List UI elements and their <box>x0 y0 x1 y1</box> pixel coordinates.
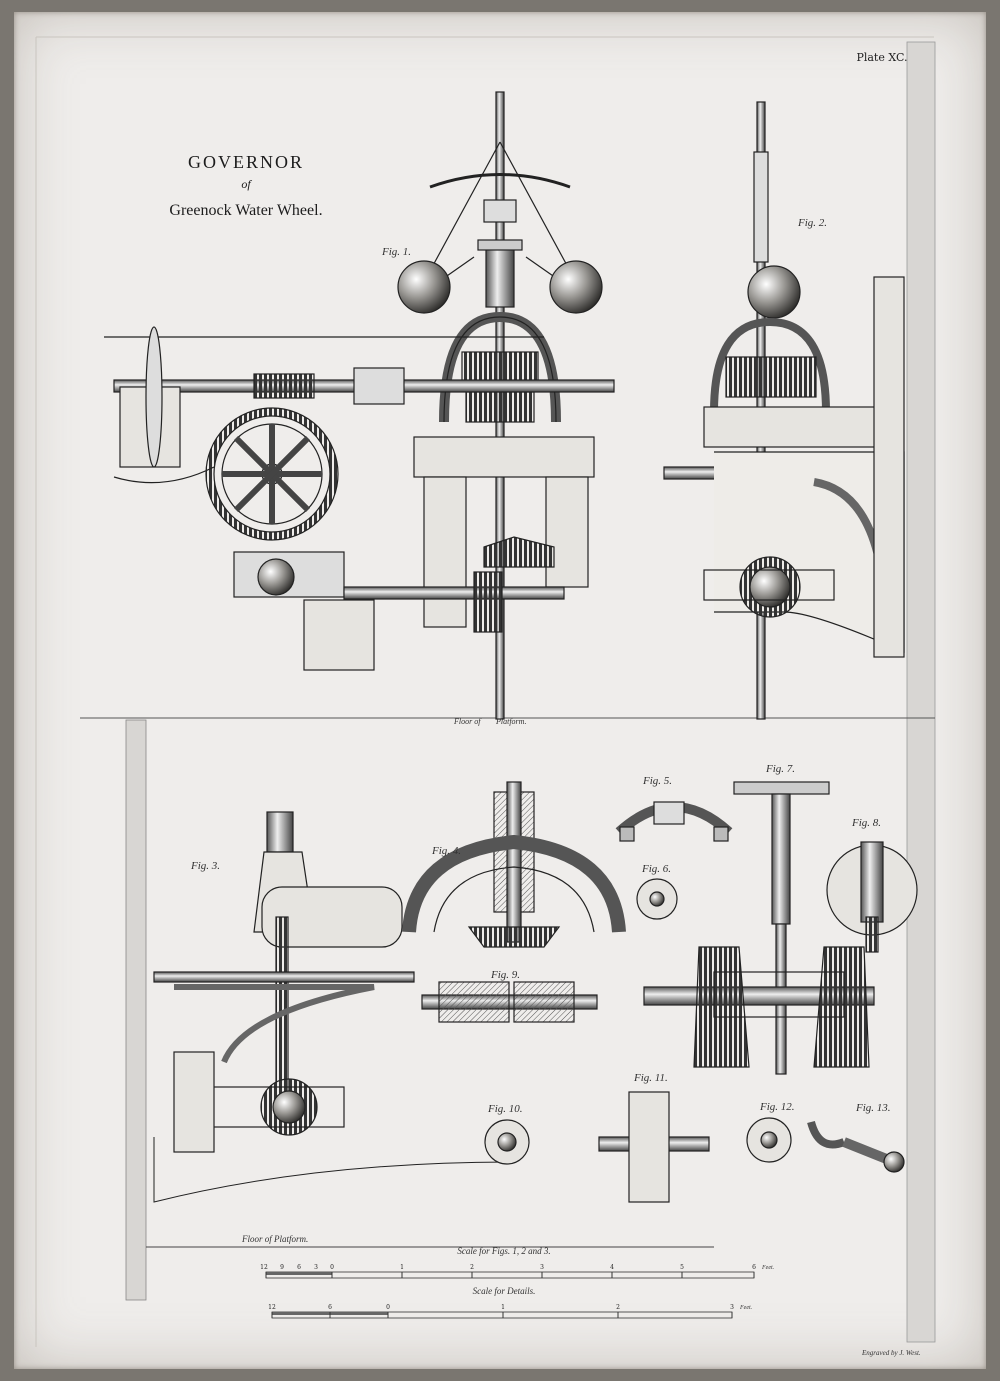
scale-main-label: Scale for Figs. 1, 2 and 3. <box>457 1246 550 1256</box>
fig-6-washer <box>636 878 678 920</box>
scale-main: Scale for Figs. 1, 2 and 3. 12 9 6 3 0 1… <box>260 1246 774 1279</box>
fig-11-label: Fig. 11. <box>633 1072 668 1084</box>
wall-section-left <box>125 719 147 1301</box>
fig-10-key-section <box>484 1119 530 1165</box>
fig-7-spindle-assembly <box>643 781 875 1075</box>
scale-details-tick-0: 0 <box>386 1304 390 1311</box>
scale-main-tick-3b: 3 <box>540 1264 544 1271</box>
scale-details-label: Scale for Details. <box>473 1286 536 1296</box>
fig-2-governor-side <box>663 101 905 720</box>
title-line-3: Greenock Water Wheel. <box>169 202 322 219</box>
engraver-credit: Engraved by J. West. <box>861 1349 921 1357</box>
scale-main-tick-12: 12 <box>260 1264 268 1271</box>
scale-main-tick-0: 0 <box>330 1264 334 1271</box>
title-line-2: of <box>241 177 252 191</box>
scale-main-tick-1: 1 <box>400 1264 404 1271</box>
fig-5-collar <box>615 801 733 842</box>
fig-13-fork-lever <box>807 1120 905 1173</box>
scale-main-tick-2: 2 <box>470 1264 474 1271</box>
fig-4-label: Fig. 4. <box>431 845 461 857</box>
scale-main-tick-5: 5 <box>680 1264 684 1271</box>
plate-number: Plate XC. <box>856 51 907 64</box>
fig-4-section <box>402 781 626 948</box>
floor-label-top-line2: Platform. <box>495 717 526 726</box>
fig-9-label: Fig. 9. <box>490 969 520 981</box>
engraving-drawing: GOVERNOR of Greenock Water Wheel. Plate … <box>35 36 936 1357</box>
fig-12-label: Fig. 12. <box>759 1101 795 1113</box>
fig-12-key-section <box>746 1117 792 1163</box>
scale-main-tick-3: 3 <box>314 1264 318 1271</box>
fig-2-label: Fig. 2. <box>797 217 827 229</box>
fig-1-governor-front <box>104 91 615 720</box>
floor-label-bottom: Floor of Platform. <box>241 1234 308 1244</box>
fig-13-label: Fig. 13. <box>855 1102 891 1114</box>
fig-3-label: Fig. 3. <box>190 860 220 872</box>
scale-details-tick-2: 2 <box>616 1304 620 1311</box>
scale-details-tick-6: 6 <box>328 1304 332 1311</box>
scale-main-tick-4: 4 <box>610 1264 614 1271</box>
scale-details-tick-12: 12 <box>268 1304 276 1311</box>
scale-details: Scale for Details. 12 6 0 1 2 3 Feet. <box>268 1286 752 1319</box>
scale-main-unit: Feet. <box>761 1265 774 1271</box>
fig-8-label: Fig. 8. <box>851 817 881 829</box>
scale-details-unit: Feet. <box>739 1305 752 1311</box>
title-line-1: GOVERNOR <box>188 152 304 172</box>
fig-6-label: Fig. 6. <box>641 863 671 875</box>
engraving-sheet: GOVERNOR of Greenock Water Wheel. Plate … <box>14 12 986 1369</box>
fig-10-label: Fig. 10. <box>487 1103 523 1115</box>
fig-7-label: Fig. 7. <box>765 763 795 775</box>
scale-main-tick-6b: 6 <box>752 1264 756 1271</box>
scale-main-tick-9: 9 <box>280 1264 284 1271</box>
fig-8-ball <box>826 841 918 953</box>
fig-3-side-elevation <box>153 811 515 1203</box>
scale-details-tick-3: 3 <box>730 1304 734 1311</box>
wall-section-right <box>906 41 936 1343</box>
floor-label-top-line1: Floor of <box>453 717 482 726</box>
fig-11-key <box>598 1091 710 1203</box>
plate-frame <box>35 36 936 1347</box>
fig-9-coupling <box>421 981 598 1023</box>
floor-label-top: Floor of Platform. <box>453 717 526 726</box>
scale-main-tick-6: 6 <box>297 1264 301 1271</box>
scale-details-tick-1: 1 <box>501 1304 505 1311</box>
fig-1-label: Fig. 1. <box>381 246 411 258</box>
fig-5-label: Fig. 5. <box>642 775 672 787</box>
